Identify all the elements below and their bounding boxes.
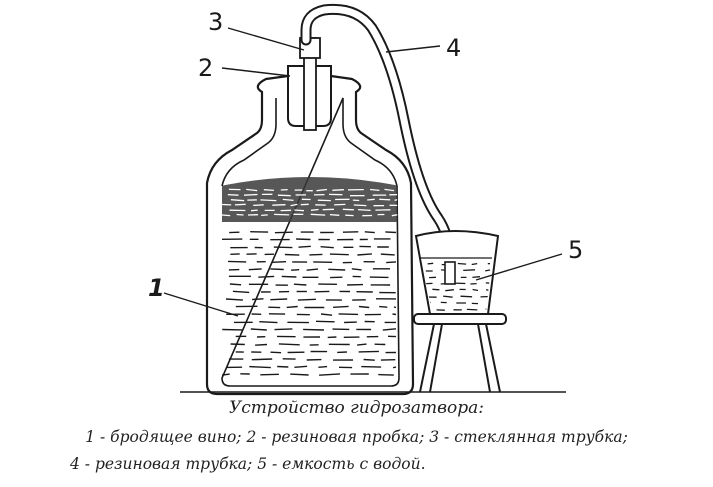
caption-title: Устройство гидрозатвора:: [229, 398, 484, 418]
leader-3: [227, 27, 305, 51]
label-1: 1: [148, 274, 165, 302]
leader-5: [475, 253, 563, 281]
leader-2: [221, 67, 291, 77]
bottle-outline: [205, 74, 415, 396]
label-2: 2: [198, 54, 213, 82]
leader-4: [385, 45, 441, 53]
bottle-inner-wall: [221, 97, 400, 387]
water-vessel: [414, 230, 500, 315]
label-3: 3: [208, 8, 223, 36]
caption-legend-line-2: 4 - резиновая трубка; 5 - емкость с водо…: [70, 455, 426, 473]
fermenting-wine: [222, 177, 399, 376]
label-4: 4: [446, 34, 461, 62]
caption-legend-line-1: 1 - бродящее вино; 2 - резиновая пробка;…: [85, 428, 628, 446]
vessel-stand: [413, 313, 507, 393]
leader-1: [163, 292, 239, 317]
label-5: 5: [568, 236, 583, 264]
